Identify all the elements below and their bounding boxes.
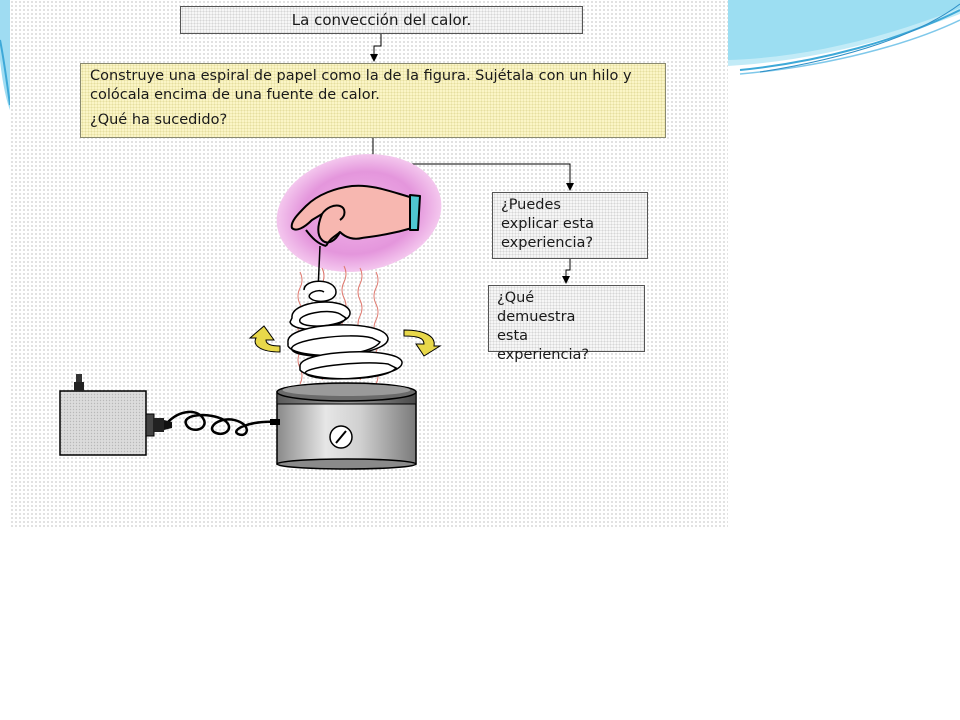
slide-title: La convección del calor. [291, 11, 472, 29]
rotation-arrow-right-icon [403, 329, 442, 357]
power-supply-box [59, 374, 172, 456]
paper-spiral [287, 280, 403, 380]
decorative-wave-top-right [728, 0, 960, 75]
question-demonstrate-text: ¿Qué demuestra esta experiencia? [497, 290, 590, 363]
connector-question1-to-question2 [562, 259, 571, 284]
connector-title-to-instructions [370, 34, 382, 62]
question-box-demonstrate: ¿Qué demuestra esta experiencia? [488, 285, 645, 363]
power-cable [167, 410, 279, 437]
question-explain-text: ¿Puedes explicar esta experiencia? [501, 197, 594, 251]
title-box: La convección del calor. [180, 6, 583, 34]
heater [276, 382, 417, 470]
rotation-arrow-left-icon [248, 325, 281, 353]
instruction-box: Construye una espiral de papel como la d… [80, 63, 666, 138]
instruction-question: ¿Qué ha sucedido? [90, 112, 228, 128]
instruction-text: Construye una espiral de papel como la d… [90, 68, 632, 103]
connector-instructions-to-question1 [372, 138, 574, 191]
decorative-wave-left [0, 0, 11, 110]
heater-dial-icon [329, 425, 353, 449]
question-box-explain: ¿Puedes explicar esta experiencia? [492, 192, 648, 259]
hand-icon [290, 184, 421, 247]
